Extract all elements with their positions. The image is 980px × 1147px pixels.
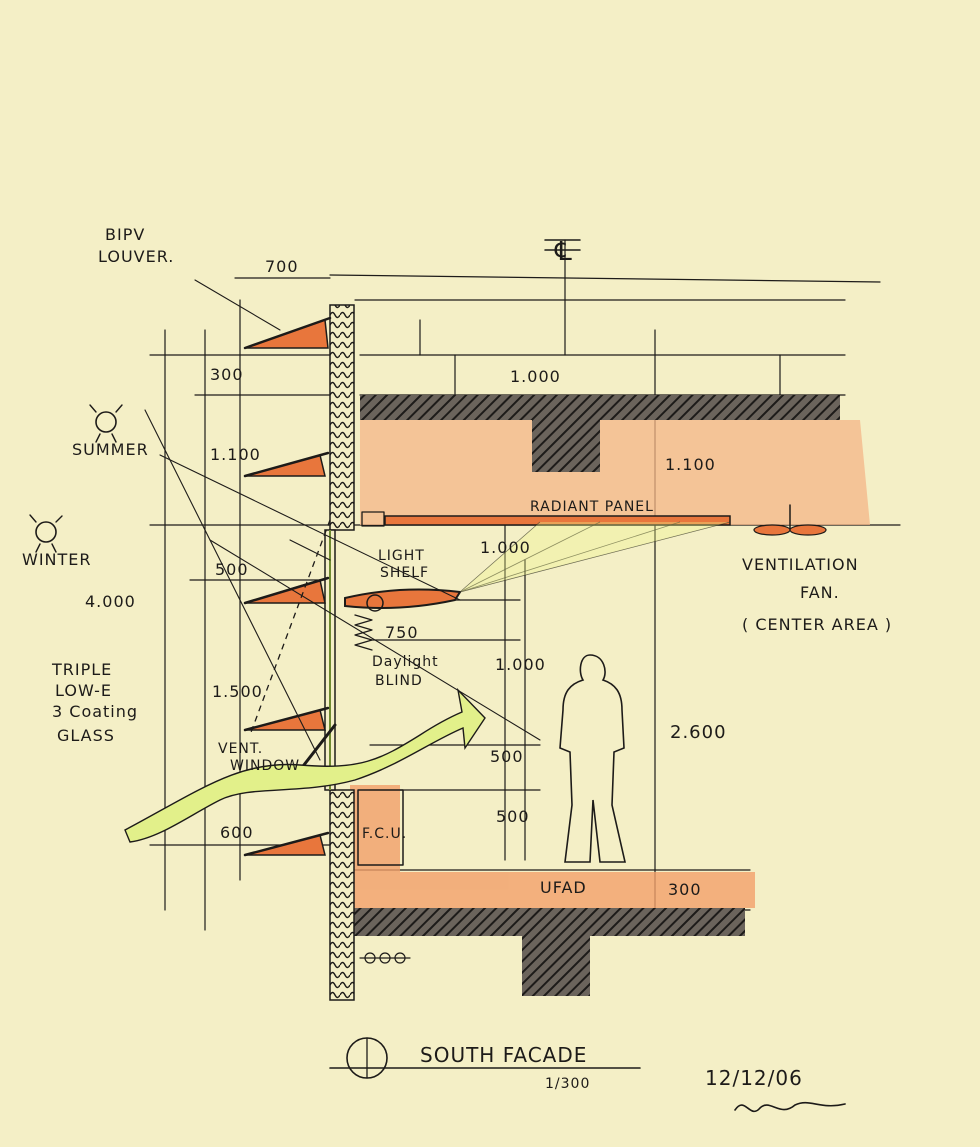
dim-500-low: 500 xyxy=(496,807,530,826)
triple-label-line2: LOW-E xyxy=(55,681,112,700)
dim-2600: 2.600 xyxy=(670,722,727,743)
drawing-title: SOUTH FACADE xyxy=(420,1043,587,1067)
foundation-marks xyxy=(359,952,411,964)
centerline-symbol xyxy=(544,239,581,251)
dim-1100-left: 1.100 xyxy=(210,445,261,464)
winter-label: WINTER xyxy=(22,550,92,569)
ceiling-plenum xyxy=(360,420,870,525)
drawing-date: 12/12/06 xyxy=(705,1066,803,1090)
bipv-label-line1: BIPV xyxy=(105,225,145,244)
light-shelf xyxy=(344,588,462,612)
dim-1500: 1.500 xyxy=(212,682,263,701)
summer-label: SUMMER xyxy=(72,440,149,459)
fcu-label: F.C.U. xyxy=(362,826,407,842)
dim-1000-ceiling: 1.000 xyxy=(510,367,561,386)
ventilation-fan xyxy=(753,504,827,536)
triple-label-line1: TRIPLE xyxy=(51,660,112,679)
daylight-wedge xyxy=(460,522,730,592)
facade-wall xyxy=(329,304,355,1001)
radiant-panel xyxy=(361,511,731,527)
vent-window-label-line2: WINDOW xyxy=(230,758,300,774)
airflow-arrow xyxy=(124,687,486,843)
dim-700: 700 xyxy=(265,257,299,276)
daylight-blind-label-line2: BLIND xyxy=(375,673,423,689)
center-area-label: ( CENTER AREA ) xyxy=(742,615,892,634)
upper-slab xyxy=(360,395,840,472)
daylight-blind-label-line1: Daylight xyxy=(372,654,439,670)
dim-1000-shelf: 1.000 xyxy=(480,538,531,557)
signature xyxy=(734,1101,846,1113)
triple-label-line3: 3 Coating xyxy=(52,702,138,721)
dim-1000-mid: 1.000 xyxy=(495,655,546,674)
light-shelf-label-line1: LIGHT xyxy=(378,548,425,564)
sun-angle-lines xyxy=(144,279,541,761)
bipv-louver-3 xyxy=(243,576,330,605)
dim-4000: 4.000 xyxy=(85,592,136,611)
light-shelf-label-line2: SHELF xyxy=(380,565,429,581)
sun-dashed-line xyxy=(249,519,331,736)
vent-window-label-line1: VENT. xyxy=(218,741,263,757)
ventilation-fan-label-line1: VENTILATION xyxy=(742,555,859,574)
triple-glazing xyxy=(324,529,336,791)
drawing-scale: 1/300 xyxy=(545,1076,590,1092)
dim-300-floor: 300 xyxy=(668,880,702,899)
triple-label-line4: GLASS xyxy=(57,726,115,745)
raised-floor xyxy=(350,785,755,908)
bipv-louver-2 xyxy=(243,451,330,478)
winter-sun-icon xyxy=(29,514,63,553)
bipv-louver-4 xyxy=(243,706,330,732)
lower-slab xyxy=(350,908,745,996)
human-figure xyxy=(559,654,627,863)
daylight-rays xyxy=(459,521,731,593)
dim-600: 600 xyxy=(220,823,254,842)
vent-window-sash xyxy=(298,723,337,772)
dim-750: 750 xyxy=(385,623,419,642)
bipv-louver-5 xyxy=(243,831,330,857)
ventilation-fan-label-line2: FAN. xyxy=(800,583,840,602)
dim-500-mid: 500 xyxy=(490,747,524,766)
dim-1100-right: 1.100 xyxy=(665,455,716,474)
centerline-label: ℄ xyxy=(554,237,573,267)
ufad-label: UFAD xyxy=(540,878,587,897)
section-symbol xyxy=(329,1037,641,1079)
summer-sun-icon xyxy=(89,404,123,443)
bipv-label-line2: LOUVER. xyxy=(98,247,174,266)
bipv-louver-1 xyxy=(243,316,332,350)
fcu-unit xyxy=(357,789,404,866)
dim-500-left: 500 xyxy=(215,560,249,579)
dim-300-top: 300 xyxy=(210,365,244,384)
radiant-panel-label: RADIANT PANEL xyxy=(530,499,654,515)
